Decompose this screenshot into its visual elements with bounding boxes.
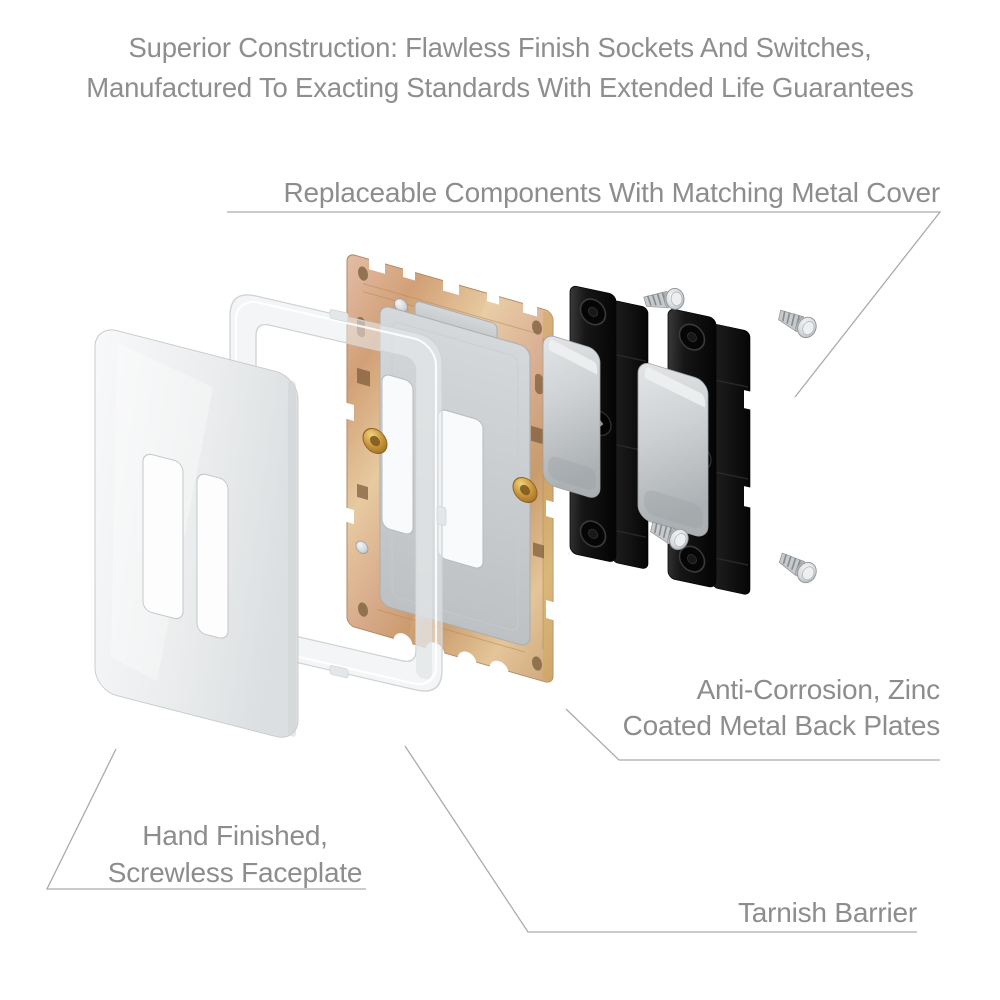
rocker-2 (637, 362, 709, 537)
callout-screwless-faceplate-line-2: Screwless Faceplate (107, 857, 363, 888)
callout-screwless-faceplate: Hand Finished, Screwless Faceplate (55, 817, 415, 891)
leader-faceplate (45, 748, 366, 890)
callout-tarnish-barrier-text: Tarnish Barrier (737, 897, 917, 928)
rocker-1 (542, 335, 601, 498)
headline-line-1: Superior Construction: Flawless Finish S… (128, 32, 872, 63)
callout-replaceable-components: Replaceable Components With Matching Met… (284, 176, 941, 210)
leader-tarnish-barrier (404, 745, 917, 933)
leader-back-plates (565, 708, 940, 761)
callout-replaceable-components-text: Replaceable Components With Matching Met… (283, 177, 941, 208)
callout-back-plates-line-2: Coated Metal Back Plates (622, 710, 941, 741)
back-plate (344, 254, 556, 685)
callout-back-plates-line-1: Anti-Corrosion, Zinc (696, 674, 941, 705)
brass-screw-heads (362, 428, 538, 504)
callout-tarnish-barrier: Tarnish Barrier (738, 896, 917, 930)
headline-line-2: Manufactured To Exacting Standards With … (86, 72, 914, 103)
faceplate (94, 329, 299, 738)
screw-2 (773, 304, 821, 342)
callout-back-plates: Anti-Corrosion, Zinc Coated Metal Back P… (622, 672, 941, 744)
screw-1 (642, 286, 686, 313)
screw-4 (773, 547, 821, 587)
callout-screwless-faceplate-line-1: Hand Finished, (142, 820, 328, 851)
leader-replaceable-components (227, 211, 942, 398)
headline: Superior Construction: Flawless Finish S… (0, 28, 1000, 108)
